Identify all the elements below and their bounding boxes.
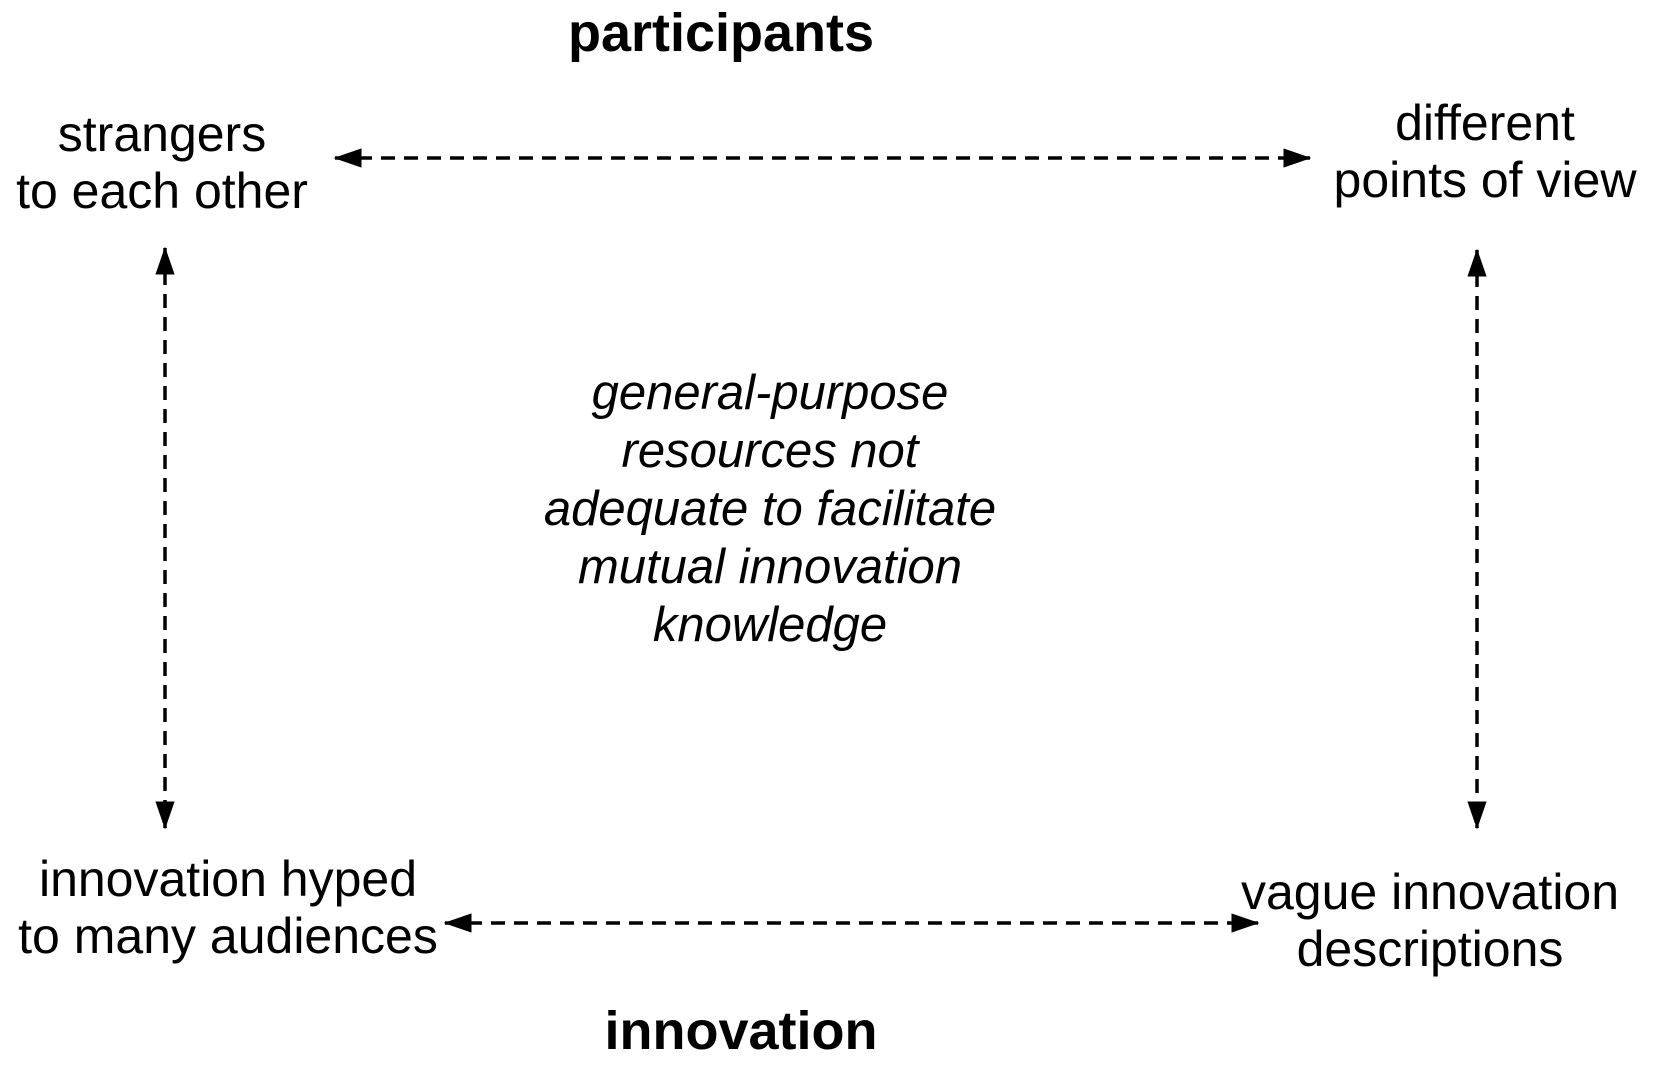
label-line: vague innovation — [1240, 864, 1620, 920]
note-line: resources not — [621, 424, 919, 478]
note-line: general-purpose — [591, 366, 949, 420]
label-line: innovation hyped — [38, 851, 418, 907]
label-line: points of view — [1333, 152, 1637, 208]
label-line: different — [1395, 95, 1575, 151]
note-line: adequate to facilitate — [543, 482, 997, 536]
label-innovation-hyped-to-many-audiences: innovation hyped to many audiences — [18, 851, 438, 965]
label-line: strangers — [57, 106, 267, 162]
label-strangers-to-each-other: strangers to each other — [16, 106, 308, 220]
label-different-points-of-view: different points of view — [1334, 95, 1637, 209]
note-line: knowledge — [652, 598, 888, 652]
label-vague-innovation-descriptions: vague innovation descriptions — [1241, 864, 1619, 978]
top-axis-title-participants: participants — [567, 3, 875, 63]
label-line: descriptions — [1296, 921, 1564, 977]
label-line: to many audiences — [18, 908, 438, 964]
label-line: to each other — [16, 163, 308, 219]
bottom-axis-title-innovation: innovation — [604, 1001, 878, 1061]
note-line: mutual innovation — [577, 540, 963, 594]
center-note-general-purpose-resources: general-purpose resources not adequate t… — [544, 364, 996, 654]
